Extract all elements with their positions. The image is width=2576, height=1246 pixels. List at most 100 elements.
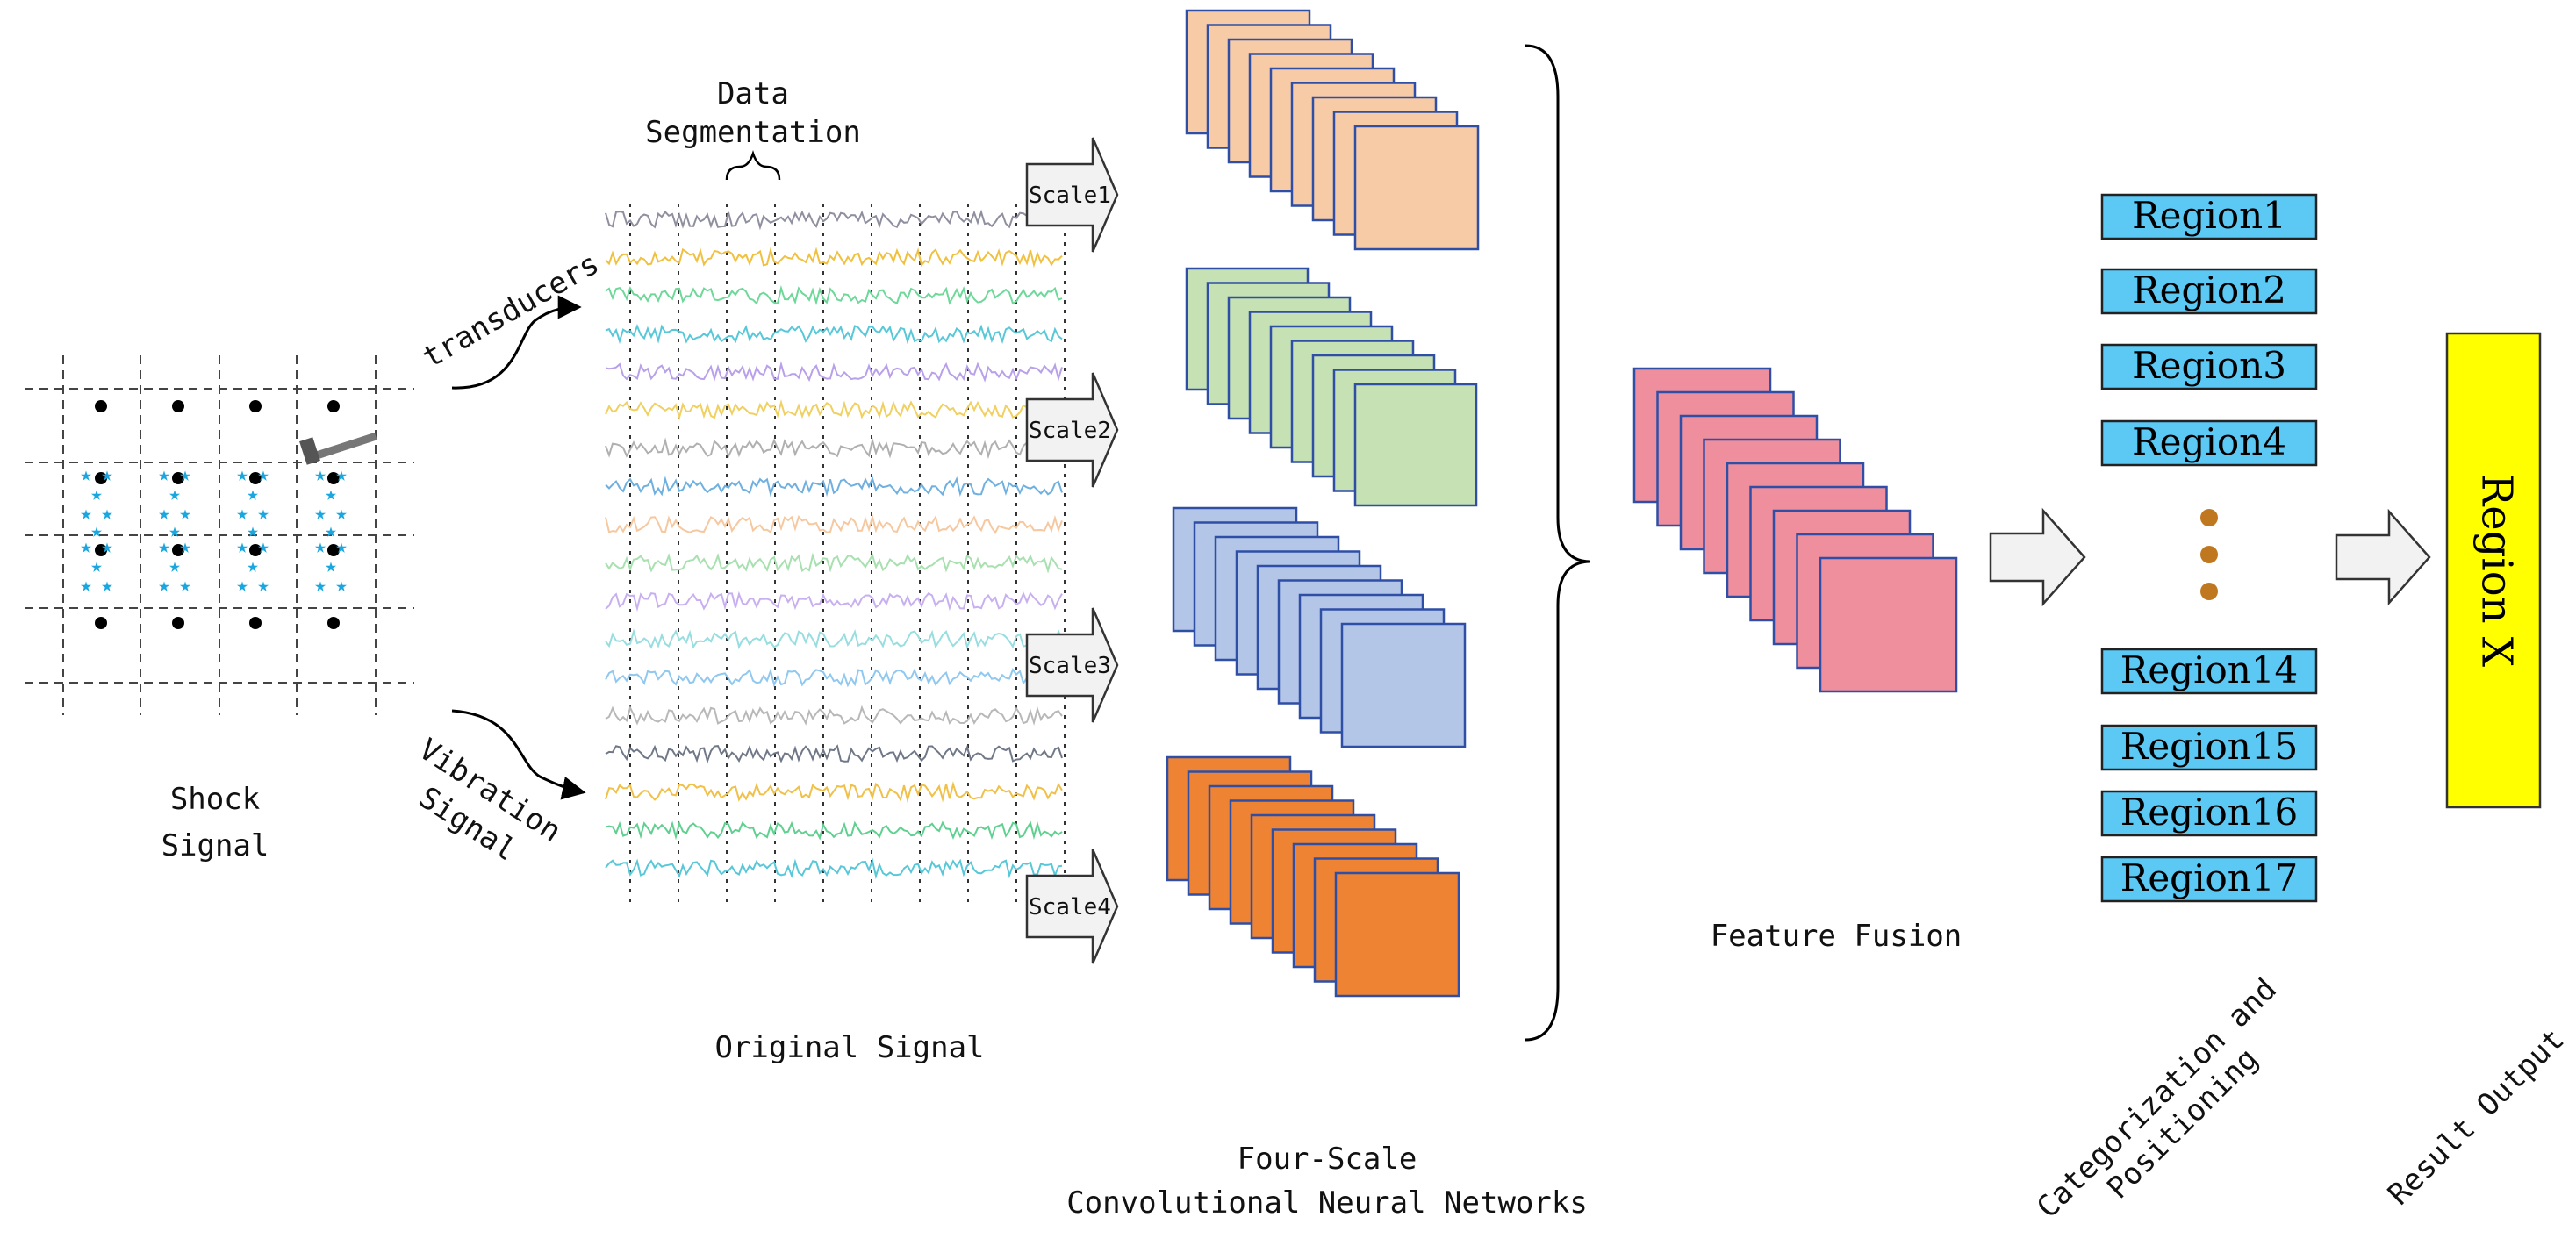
signal-trace [605,820,1063,841]
star-icon: ★ [158,536,169,558]
feature-fusion-label: Feature Fusion [1711,919,1962,954]
four-scale-label-line1: Four-Scale [1238,1142,1417,1177]
feature-map [1340,622,1467,748]
signal-trace [605,437,1063,460]
signal-traces [605,209,1063,880]
cnn-stack-scale3 [1172,506,1467,748]
sensor-dot [327,617,340,629]
data-segmentation-label-line2: Segmentation [645,115,861,150]
region-label-6: Region15 [2120,725,2299,768]
sensor-dot [95,400,107,412]
sensor-dot [172,544,184,556]
shock-signal-label-line1: Shock [170,782,260,817]
star-icon: ★ [179,536,190,558]
region-label-7: Region16 [2120,791,2299,834]
signal-trace [605,552,1063,574]
shock-signal-label-line2: Signal [161,828,269,863]
cnn-merge-brace [1525,44,1591,1042]
sensor-dot [172,472,184,484]
data-segmentation-label-line1: Data [717,76,789,111]
star-icon: ★ [80,464,91,486]
star-icon: ★ [90,520,102,542]
transducers-arrow [451,295,582,390]
segmentation-brace [725,150,781,181]
region-label-5: Region14 [2120,648,2299,691]
region-box-7 [2100,790,2318,837]
ellipsis-dots [2200,509,2218,600]
star-icon: ★ [325,555,336,577]
region-box-8 [2100,856,2318,903]
sensor-dot [327,472,340,484]
cnn-stack-scale2 [1185,267,1478,507]
scale-arrow-1 [1025,137,1119,253]
sensor-dot [249,544,262,556]
star-icon: ★ [257,503,269,525]
star-icon: ★ [325,520,336,542]
star-icon: ★ [314,503,326,525]
sensor-dot [327,544,340,556]
star-icon: ★ [179,503,190,525]
region-list: Region1Region2Region3Region4Region14Regi… [2100,193,2318,903]
scale-arrow-2 [1025,372,1119,488]
cnn-stack-scale1 [1185,9,1480,251]
star-icon: ★ [335,503,347,525]
star-icon: ★ [90,555,102,577]
star-icon: ★ [169,483,180,505]
sensor-dot [95,617,107,629]
regions-to-result-arrow [2335,508,2431,606]
star-icon: ★ [158,503,169,525]
region-label-2: Region2 [2132,269,2286,312]
star-icon: ★ [236,575,248,597]
signal-trace [605,476,1063,498]
signal-trace [605,284,1063,306]
star-icon: ★ [325,483,336,505]
result-box [2445,332,2542,809]
ellipsis-dot [2200,509,2218,526]
result-label: Region X [2472,474,2522,667]
star-icon: ★ [257,536,269,558]
star-icon: ★ [169,555,180,577]
signal-trace [605,399,1063,421]
star-icon: ★ [257,575,269,597]
sensor-grid [25,355,414,715]
scale-arrow-3 [1025,607,1119,723]
star-icon: ★ [158,575,169,597]
region-box-4 [2100,419,2318,467]
signal-trace [605,705,1063,727]
signal-trace [605,361,1063,383]
star-icon: ★ [314,464,326,486]
region-label-8: Region17 [2120,856,2299,899]
original-signal-label: Original Signal [714,1030,984,1065]
region-box-3 [2100,343,2318,390]
ellipsis-dot [2200,546,2218,563]
star-icon: ★ [314,536,326,558]
signal-trace [605,247,1063,269]
star-icon: ★ [101,503,112,525]
result-output-label: Result Output [2381,1022,2571,1212]
vibration-signal-arrow [451,709,586,800]
star-icon: ★ [314,575,326,597]
cnn-stack-scale4 [1166,755,1460,998]
region-box-5 [2100,648,2318,695]
feature-map [1353,125,1480,251]
signal-trace [605,781,1063,804]
star-icon: ★ [247,555,258,577]
fusion-to-regions-arrow [1989,507,2086,607]
region-box-6 [2100,724,2318,771]
signal-trace [605,857,1063,880]
sensor-dot [95,472,107,484]
star-icon: ★ [236,503,248,525]
sensor-dot [172,617,184,629]
scale-label-2: Scale2 [1029,418,1111,444]
signal-trace [605,628,1063,650]
segmentation-dividers [629,204,1066,908]
region-box-1 [2100,193,2318,240]
sensor-stars: ★★★★★★★★★★★★★★★★★★★★★★★★★★★★★★★★★★★★★★★★… [80,464,347,597]
star-icon: ★ [236,536,248,558]
sensor-dot [249,400,262,412]
star-icon: ★ [247,483,258,505]
scale-label-4: Scale4 [1029,894,1111,920]
